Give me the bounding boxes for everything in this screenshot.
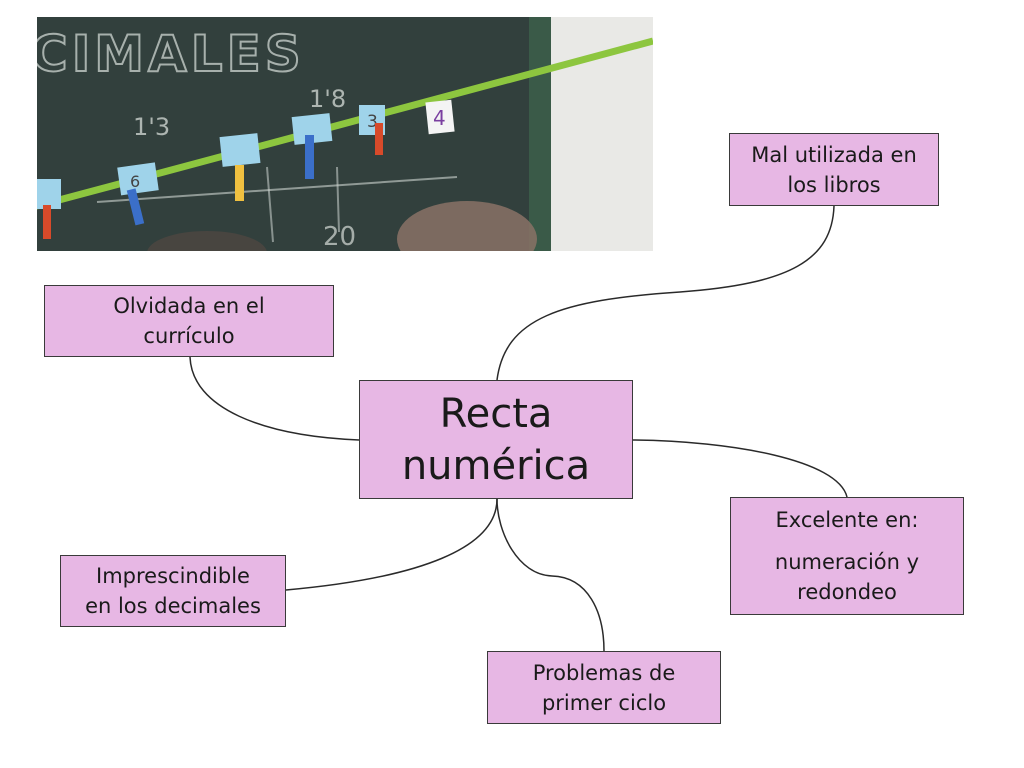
chalkboard-illustration: CIMALES 1'3 1'8 20 6 3 <box>37 17 653 251</box>
number-line-photo: CIMALES 1'3 1'8 20 6 3 <box>37 17 653 251</box>
connector-olvidada <box>189 356 360 441</box>
node-imprescindible: Imprescindible en los decimales <box>60 555 286 627</box>
node-mal-utilizada: Mal utilizada en los libros <box>729 133 939 206</box>
chalk-mark-3: 20 <box>323 222 356 251</box>
connector-excelente <box>632 439 848 498</box>
tag-number-3: 4 <box>433 106 446 130</box>
node-mal-utilizada-line-1: Mal utilizada en <box>751 142 917 167</box>
tag-number-2: 3 <box>367 112 378 132</box>
node-problemas-line-1: Problemas de <box>532 660 676 685</box>
chalk-mark-2: 1'8 <box>309 85 346 113</box>
connector-problemas <box>496 498 605 652</box>
connector-imprescindible <box>285 498 498 591</box>
node-excelente-line-1: Excelente en: <box>775 508 919 532</box>
node-imprescindible-line-1: Imprescindible <box>96 564 250 588</box>
tag-number-1: 6 <box>130 172 140 191</box>
node-olvidada: Olvidada en el currículo <box>44 285 334 357</box>
node-olvidada-line-1: Olvidada en el <box>113 294 265 318</box>
connector-mal-utilizada <box>496 205 835 381</box>
node-mal-utilizada-line-2: los libros <box>787 172 881 197</box>
node-excelente-line-3: redondeo <box>797 580 897 604</box>
node-excelente-line-2: numeración y <box>774 550 920 574</box>
node-problemas-line-2: primer ciclo <box>541 690 667 715</box>
node-excelente: Excelente en: numeración y redondeo <box>730 497 964 615</box>
central-topic-line-1: Recta <box>439 390 553 437</box>
node-imprescindible-line-2: en los decimales <box>85 594 261 618</box>
node-problemas: Problemas de primer ciclo <box>487 651 721 724</box>
chalk-mark-1: 1'3 <box>133 113 170 141</box>
board-lettering: CIMALES <box>37 25 305 83</box>
node-olvidada-line-2: currículo <box>143 324 235 348</box>
central-topic-node: Recta numérica <box>359 380 633 499</box>
central-topic-line-2: numérica <box>401 442 591 489</box>
